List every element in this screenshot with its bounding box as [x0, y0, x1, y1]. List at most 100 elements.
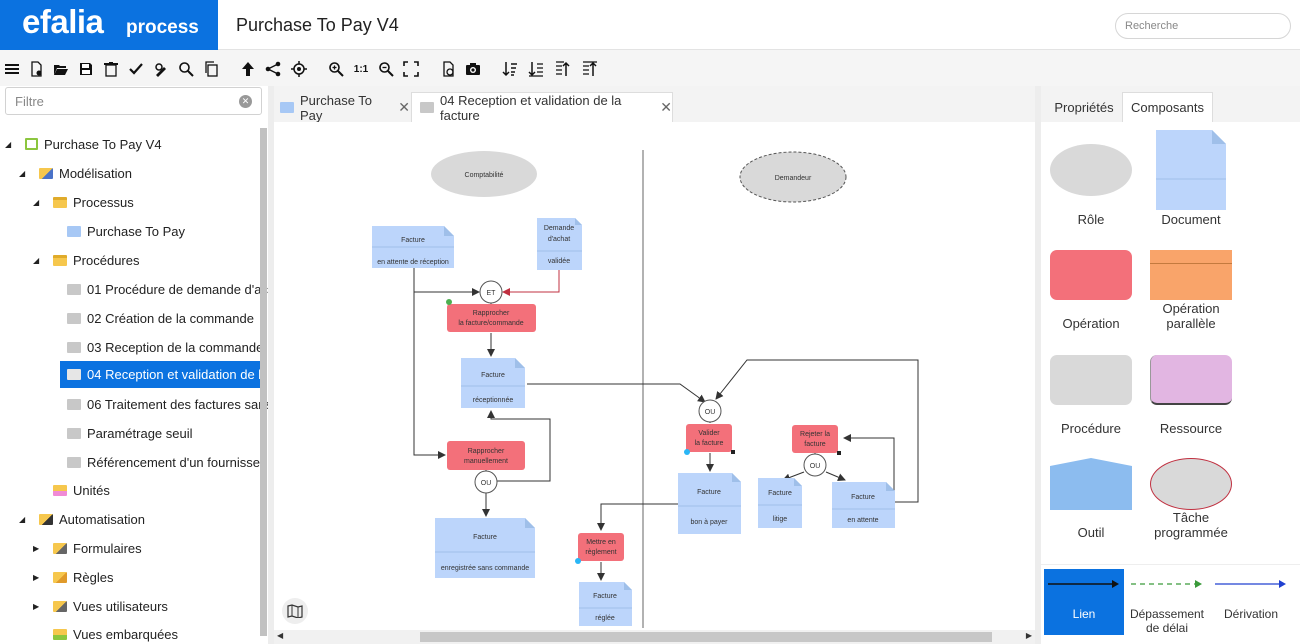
component-procedure[interactable]: Procédure	[1041, 355, 1141, 437]
export-icon[interactable]	[438, 59, 458, 79]
copy-icon[interactable]	[201, 59, 221, 79]
connector-handle[interactable]	[837, 451, 841, 455]
expand-icon[interactable]: ▶	[33, 572, 40, 582]
tree-item-referencement[interactable]: Référencement d'un fournisseur	[0, 450, 268, 474]
component-parallel-operation[interactable]: Opération parallèle	[1141, 250, 1241, 332]
collapse-icon[interactable]: ◢	[5, 139, 12, 149]
tree-item-procedure-03[interactable]: 03 Reception de la commande	[0, 335, 263, 359]
target-icon[interactable]	[289, 59, 309, 79]
align-bottom-icon[interactable]	[526, 59, 546, 79]
tree-item-procedure-04[interactable]: 04 Reception et validation de la facture	[60, 361, 268, 388]
link-type-derivation[interactable]: Dérivation	[1211, 569, 1291, 635]
document-shape[interactable]: Facture en attente de réception	[372, 226, 454, 268]
link-type-depassement[interactable]: Dépassement de délai	[1127, 569, 1207, 635]
tree-item-automatisation[interactable]: ◢ Automatisation	[0, 507, 260, 531]
connector-handle[interactable]	[731, 450, 735, 454]
camera-icon[interactable]	[463, 59, 483, 79]
stamp-icon[interactable]	[151, 59, 171, 79]
diagram-canvas[interactable]: Comptabilité Demandeur Facture en attent…	[274, 122, 1035, 630]
arrow-up-icon[interactable]	[238, 59, 258, 79]
component-tool[interactable]: Outil	[1041, 458, 1141, 542]
role-shape[interactable]	[431, 151, 537, 197]
tree-item-regles[interactable]: ▶ Règles	[0, 565, 260, 589]
right-splitter[interactable]	[1035, 86, 1041, 644]
operation-shape[interactable]: Valider la facture	[686, 424, 732, 452]
tree-item-procedure-02[interactable]: 02 Création de la commande	[0, 306, 260, 330]
search-input[interactable]	[1115, 13, 1291, 39]
zoom-out-icon[interactable]	[376, 59, 396, 79]
collapse-icon[interactable]: ◢	[19, 168, 26, 178]
role-shape	[1050, 144, 1132, 196]
tree-item-modelisation[interactable]: ◢ Modélisation	[0, 161, 260, 185]
minimap-button[interactable]	[282, 598, 308, 624]
align-top-icon[interactable]	[553, 59, 573, 79]
open-folder-icon[interactable]	[51, 59, 71, 79]
operation-shape[interactable]: Mettre en règlement	[578, 533, 624, 561]
new-file-icon[interactable]	[26, 59, 46, 79]
fit-screen-icon[interactable]	[401, 59, 421, 79]
tree-item-unites[interactable]: Unités	[0, 478, 260, 502]
tree-item-procedure-01[interactable]: 01 Procédure de demande d'achat	[0, 277, 268, 301]
document-shape[interactable]: Facture enregistrée sans commande	[435, 518, 535, 578]
tree-item-procedures[interactable]: ◢ Procédures	[0, 248, 260, 272]
component-resource[interactable]: Ressource	[1141, 355, 1241, 437]
collapse-icon[interactable]: ◢	[19, 514, 26, 524]
check-icon[interactable]	[126, 59, 146, 79]
document-shape[interactable]: Facture bon à payer	[678, 473, 741, 534]
sort-desc-icon[interactable]	[500, 59, 520, 79]
hierarchy-icon[interactable]	[263, 59, 283, 79]
tree-item-purchase-to-pay[interactable]: Purchase To Pay	[0, 219, 260, 243]
filter-input[interactable]	[15, 94, 225, 109]
tab-purchase-to-pay[interactable]: Purchase To Pay ✕	[280, 93, 410, 123]
scroll-left-icon[interactable]: ◀	[277, 631, 284, 640]
zoom-reset-button[interactable]: 1:1	[351, 59, 371, 79]
tree-scrollbar[interactable]	[260, 128, 267, 636]
zoom-in-icon[interactable]	[326, 59, 346, 79]
app-logo[interactable]: efalia process	[0, 0, 218, 50]
component-operation[interactable]: Opération	[1041, 250, 1141, 332]
component-role[interactable]: Rôle	[1041, 138, 1141, 228]
sort-asc-icon[interactable]	[580, 59, 600, 79]
component-document[interactable]: Document	[1141, 130, 1241, 228]
save-icon[interactable]	[76, 59, 96, 79]
tab-components[interactable]: Composants	[1122, 92, 1213, 122]
canvas-scrollbar[interactable]: ◀ ▶	[274, 630, 1035, 644]
search-icon[interactable]	[176, 59, 196, 79]
close-icon[interactable]: ✕	[660, 99, 672, 115]
left-splitter[interactable]	[268, 86, 274, 644]
document-shape[interactable]: Facture réceptionnée	[461, 358, 525, 408]
gate-shape[interactable]: OU	[698, 399, 722, 423]
operation-shape[interactable]: Rejeter la facture	[792, 425, 838, 453]
component-scheduled-task[interactable]: Tâche programmée	[1141, 458, 1241, 542]
gate-shape[interactable]: OU	[474, 470, 498, 494]
clear-icon[interactable]: ✕	[239, 95, 252, 108]
scroll-thumb[interactable]	[420, 632, 992, 642]
tree-item-root[interactable]: ◢ Purchase To Pay V4	[0, 132, 260, 156]
gate-shape[interactable]: ET	[479, 280, 503, 304]
operation-shape[interactable]: Rapprocher manuellement	[447, 441, 525, 470]
document-shape[interactable]: Facture en attente	[832, 482, 895, 528]
collapse-icon[interactable]: ◢	[33, 197, 40, 207]
tree-item-parametrage-seuil[interactable]: Paramétrage seuil	[0, 421, 260, 445]
document-shape[interactable]: Facture litige	[758, 478, 802, 528]
tree-item-procedure-06[interactable]: 06 Traitement des factures sans commande	[0, 392, 268, 416]
tree-item-vues-embarquees[interactable]: Vues embarquées	[0, 622, 260, 644]
scroll-right-icon[interactable]: ▶	[1025, 631, 1032, 640]
expand-icon[interactable]: ▶	[33, 601, 40, 611]
gate-shape[interactable]: OU	[803, 453, 827, 477]
collapse-icon[interactable]: ◢	[33, 255, 40, 265]
menu-icon[interactable]	[2, 59, 22, 79]
tab-properties[interactable]: Propriétés	[1044, 93, 1124, 122]
link-type-lien[interactable]: Lien	[1044, 569, 1124, 635]
tab-reception-validation[interactable]: 04 Reception et validation de la facture…	[411, 92, 673, 123]
close-icon[interactable]: ✕	[398, 99, 410, 115]
trash-icon[interactable]	[101, 59, 121, 79]
role-shape[interactable]	[739, 151, 847, 203]
document-shape[interactable]: Demande d'achat validée	[537, 218, 582, 270]
tree-item-vues-utilisateurs[interactable]: ▶ Vues utilisateurs	[0, 594, 260, 618]
expand-icon[interactable]: ▶	[33, 543, 40, 553]
operation-shape[interactable]: Rapprocher la facture/commande	[447, 304, 536, 332]
tree-item-processus[interactable]: ◢ Processus	[0, 190, 260, 214]
tree-item-formulaires[interactable]: ▶ Formulaires	[0, 536, 260, 560]
document-shape[interactable]: Facture réglée	[579, 582, 632, 626]
